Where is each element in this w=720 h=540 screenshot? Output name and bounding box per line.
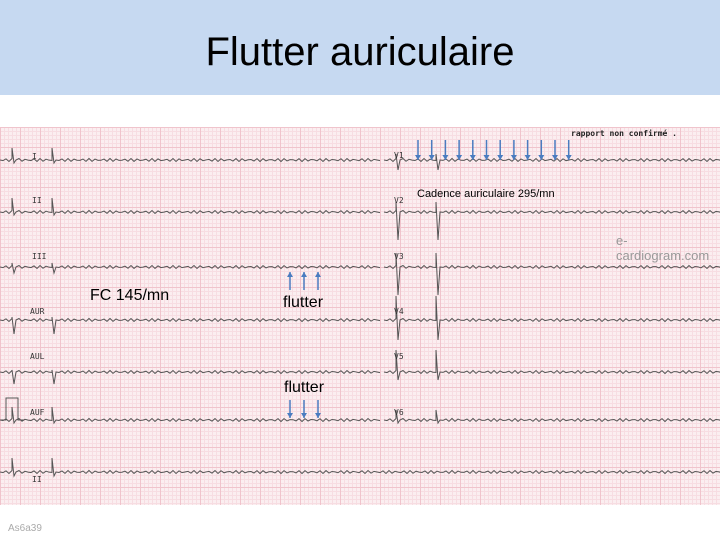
ecg-tracing [0,127,720,505]
ecg-trace-v1 [383,153,720,171]
arrow-down-icon [456,140,463,160]
title-banner [0,0,720,95]
ecg-trace-auf [0,406,381,425]
lead-label: II [32,196,42,205]
arrow-down-icon [510,140,517,160]
report-status: rapport non confirmé . [571,129,677,138]
arrow-down-icon [315,400,321,418]
arrow-down-icon [524,140,531,160]
atrial-rate-annotation: Cadence auriculaire 295/mn [417,188,555,200]
lead-label: III [32,252,47,261]
flutter-annotation: flutter [284,379,325,396]
arrow-down-icon [538,140,545,160]
arrow-down-icon [442,140,449,160]
arrow-down-icon [428,140,435,160]
lead-label: I [32,152,37,161]
arrow-up-icon [315,272,321,290]
arrow-down-icon [301,400,307,418]
lead-label: V2 [394,196,404,205]
lead-label: V1 [394,151,404,160]
ecg-trace-ii [0,197,381,217]
ecg-trace-v2 [383,201,720,241]
lead-label: AUL [30,352,45,361]
ecg-trace-ii-rhythm [0,457,720,478]
ecg-trace-v5 [383,349,720,381]
arrow-down-icon [483,140,490,160]
arrow-down-icon [287,400,293,418]
flutter-annotation: flutter [283,294,324,311]
lead-label: AUR [30,307,45,316]
calibration-pulse [0,397,24,421]
ecg-trace-aul [0,369,381,385]
arrow-down-icon [552,140,558,160]
arrow-up-icon [287,272,293,290]
ecg-trace-aur [0,316,381,335]
ecg-trace-i [0,147,381,165]
slide-footer: As6a39 [8,523,42,534]
lead-label: AUF [30,408,45,417]
heart-rate-annotation: FC 145/mn [90,287,170,304]
watermark: e-cardiogram.com [616,233,710,263]
slide-title: Flutter auriculaire [205,30,515,74]
ecg-trace-v3 [383,252,720,296]
lead-label: V4 [394,307,404,316]
lead-label: II [32,475,42,484]
arrow-down-icon [565,140,572,160]
arrow-down-icon [469,140,476,160]
ecg-trace-v4 [383,295,720,341]
ecg-trace-iii [0,262,381,275]
arrow-down-icon [497,140,504,160]
arrow-up-icon [301,272,307,290]
arrow-down-icon [415,140,421,160]
lead-label: V6 [394,408,404,417]
lead-label: V5 [394,352,404,361]
ecg-trace-v6 [383,409,720,425]
lead-label: V3 [394,252,404,261]
